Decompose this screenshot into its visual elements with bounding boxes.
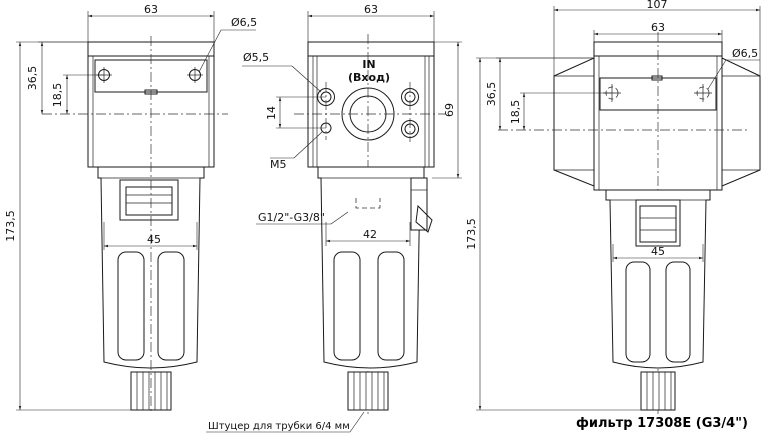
front-bowl-width-dim: 45 bbox=[147, 233, 161, 246]
right-hole-dia: Ø6,5 bbox=[732, 47, 758, 60]
side-width-dim: 63 bbox=[364, 3, 378, 16]
front-hole-dia: Ø6,5 bbox=[231, 16, 257, 29]
side-view: IN (Вход) 63 Ø5,5 14 bbox=[206, 3, 462, 433]
drawing-caption: фильтр 17308E (G3/4") bbox=[576, 416, 748, 431]
right-height-dim: 173,5 bbox=[465, 218, 478, 250]
side-fitting-note: Штуцер для трубки 6/4 мм bbox=[208, 421, 350, 432]
front-view: 63 Ø6,5 36,5 18,5 173,5 45 bbox=[4, 3, 257, 414]
front-dim-18-5: 18,5 bbox=[51, 83, 64, 108]
right-bowl-width-dim: 45 bbox=[651, 245, 665, 258]
right-dim-36-5: 36,5 bbox=[485, 82, 498, 107]
side-bowl-guard-left bbox=[333, 251, 361, 361]
side-bowl-lock bbox=[410, 177, 428, 231]
side-bowl-guard-right bbox=[377, 251, 405, 361]
front-dim-36-5: 36,5 bbox=[26, 66, 39, 91]
front-bowl-guard-right bbox=[157, 251, 185, 361]
front-width-dim: 63 bbox=[144, 3, 158, 16]
side-dim-14: 14 bbox=[265, 106, 278, 120]
side-hole-dia: Ø5,5 bbox=[243, 51, 269, 64]
right-bowl-guard-left bbox=[625, 261, 651, 363]
right-dim-18-5: 18,5 bbox=[509, 100, 522, 125]
side-dim-69: 69 bbox=[443, 103, 456, 117]
side-port-label-sub: (Вход) bbox=[348, 71, 390, 84]
front-height-dim: 173,5 bbox=[4, 210, 17, 242]
right-drain bbox=[640, 371, 676, 411]
front-bowl-guard-left bbox=[117, 251, 145, 361]
side-pipe-thread: G1/2"-G3/8" bbox=[258, 211, 325, 224]
right-bowl bbox=[605, 189, 711, 369]
right-width-dim: 63 bbox=[651, 21, 665, 34]
side-dim-42: 42 bbox=[363, 228, 377, 241]
side-port-label: IN bbox=[362, 58, 375, 71]
right-view: 107 63 Ø6,5 36,5 18,5 173,5 45 bbox=[465, 0, 761, 414]
right-bowl-guard-right bbox=[665, 261, 691, 363]
side-drain-fitting bbox=[347, 371, 389, 411]
right-overall-width-dim: 107 bbox=[647, 0, 668, 11]
side-thread-m5: M5 bbox=[270, 158, 287, 171]
